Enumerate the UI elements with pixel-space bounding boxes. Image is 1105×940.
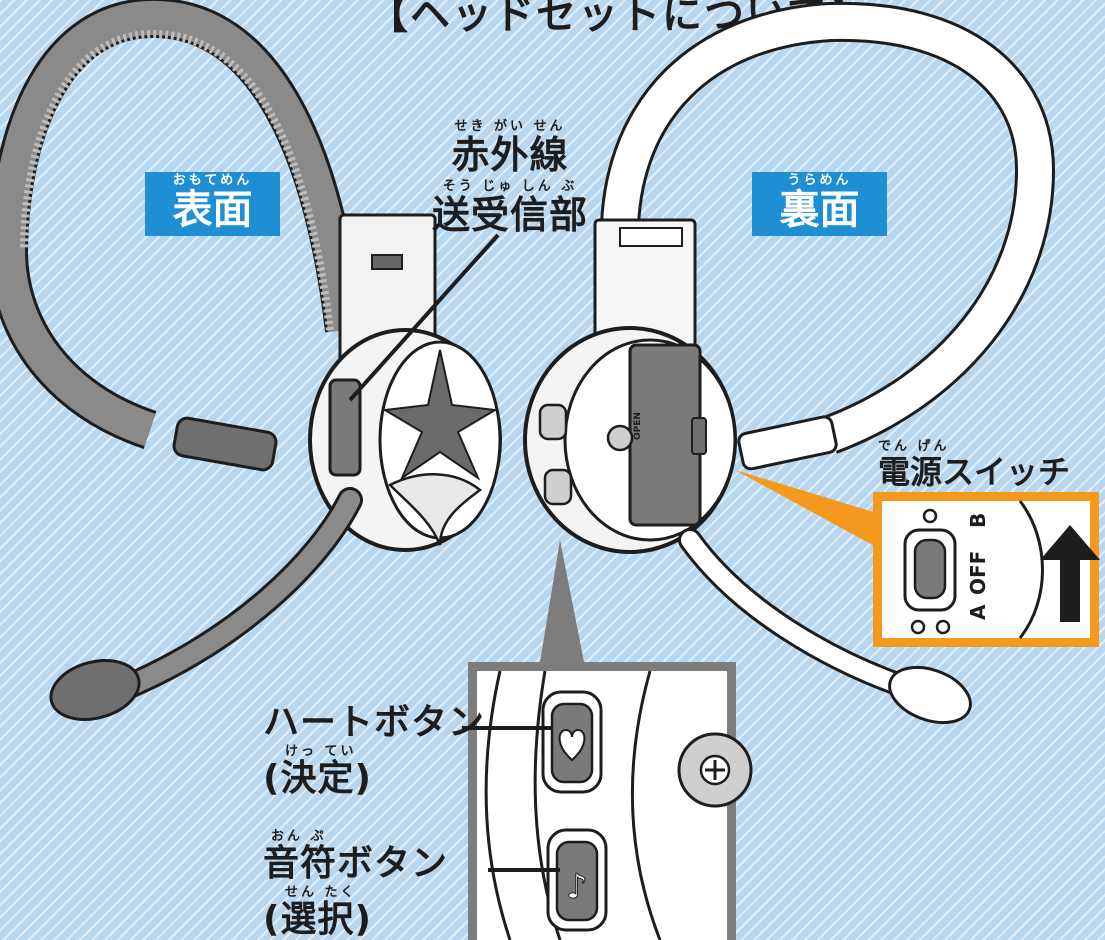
back-screw-icon <box>606 424 634 452</box>
front-star-emblem <box>381 349 499 481</box>
back-note-button-icon <box>543 468 573 506</box>
front-mic-boom <box>107 487 363 703</box>
heart-button-label: ハートボタン けっ てい (決定) <box>263 702 486 799</box>
back-label: うらめん 裏面 <box>752 172 887 236</box>
switch-a-marking: A <box>966 604 990 620</box>
switch-off-marking: OFF <box>966 551 990 595</box>
open-marking: OPEN <box>633 412 643 440</box>
back-tip <box>737 415 838 471</box>
switch-b-marking: B <box>966 513 990 528</box>
heart-icon <box>558 728 586 762</box>
front-tip <box>172 416 278 472</box>
buttons-callout: ♪ <box>462 540 753 940</box>
infrared-label: せき がい せん 赤外線 そう じゅ しん ぶ 送受信部 <box>432 119 589 237</box>
arrow-up-icon <box>1040 525 1100 622</box>
back-headset: OPEN <box>523 1 1056 725</box>
front-label: おもてめん 表面 <box>145 172 280 236</box>
back-mic-head <box>888 665 972 725</box>
back-power-switch <box>691 417 707 455</box>
front-ir-window <box>328 378 362 477</box>
power-switch-label: でん げん 電源スイッチ <box>878 439 1071 491</box>
note-button-label: おん ぷ 音符ボタン せん たく (選択) <box>263 829 449 940</box>
note-icon: ♪ <box>566 867 588 907</box>
back-heart-button-icon <box>538 403 568 441</box>
front-wing-emblem <box>387 473 483 546</box>
front-headset <box>0 0 502 721</box>
front-mic-head <box>49 659 141 721</box>
power-switch-callout: A OFF B <box>735 470 1100 647</box>
ir-leader-line <box>348 233 500 402</box>
